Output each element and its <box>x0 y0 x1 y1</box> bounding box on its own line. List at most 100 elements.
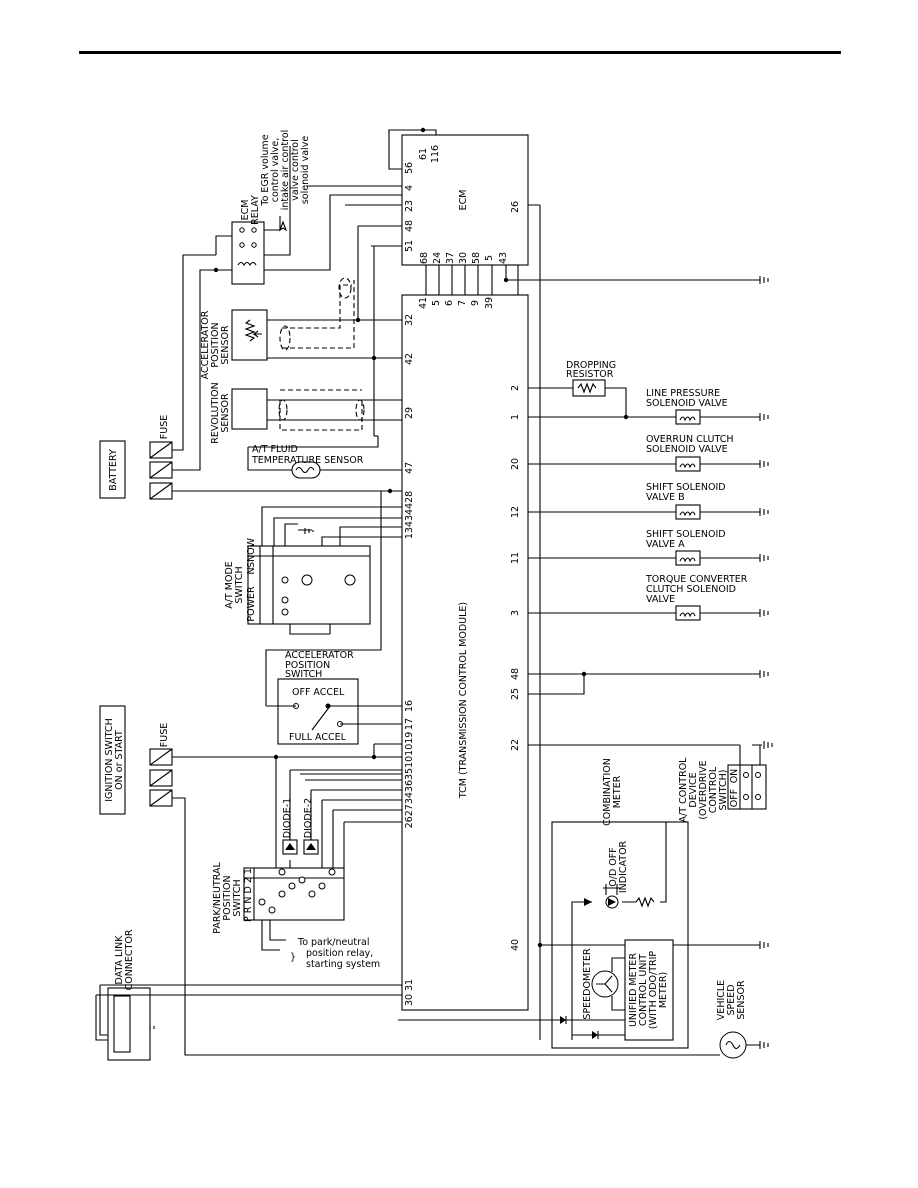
fuse-label-2: FUSE <box>159 723 170 747</box>
tcm-pin-48: 48 <box>510 668 521 680</box>
tcm-pin-29: 29 <box>404 407 415 419</box>
ecm-pin-4: 4 <box>404 185 415 191</box>
shift-b-label-1: SHIFT SOLENOID <box>646 482 726 493</box>
vss-label-3: SENSOR <box>736 980 747 1020</box>
tcm-pin-16: 16 <box>404 700 415 712</box>
fuse-label-1: FUSE <box>159 415 170 439</box>
at-control-device: OFF ON A/T CONTROL DEVICE (OVERDRIVE CON… <box>528 741 773 822</box>
mode-snow: SNOW <box>246 537 257 568</box>
tcm-pin-5: 5 <box>431 300 442 306</box>
unified-meter-label-2: CONTROL UNIT <box>638 954 649 1026</box>
ecm-relay-label-2: RELAY <box>250 195 261 225</box>
tcm-pin-31: 31 <box>404 979 415 991</box>
vss-label-2: SPEED <box>726 984 737 1015</box>
ecm-pin-58: 58 <box>471 252 482 264</box>
shift-a-label-2: VALVE A <box>646 539 685 550</box>
ecm-pin-56: 56 <box>404 162 415 174</box>
dropping-resistor: DROPPING RESISTOR <box>528 360 629 420</box>
accel-switch-label-2: POSITION <box>285 660 330 671</box>
diodes: DIODE-1 DIODE-2 <box>282 769 402 870</box>
full-accel-label: FULL ACCEL <box>289 732 347 743</box>
ecm-wiring <box>306 127 769 945</box>
pnp-note-1: To park/neutral <box>297 937 369 948</box>
ignition-switch-group: IGNITION SWITCH ON or START FUSE <box>99 705 720 1056</box>
line-pressure-label-2: SOLENOID VALVE <box>646 398 728 409</box>
tcm-pin-7: 7 <box>457 300 468 306</box>
ignition-label-2: ON or START <box>114 730 125 790</box>
tcm-pin-47: 47 <box>404 462 415 474</box>
tcm-pin-2: 2 <box>510 385 521 391</box>
ecm-pin-61: 61 <box>418 148 429 160</box>
ecm-pin-26: 26 <box>510 201 521 213</box>
revolution-label-2: SENSOR <box>220 393 231 433</box>
mode-switch-label-2: SWITCH <box>234 566 245 603</box>
pnp-gear-labels: P R N D 2 1 <box>243 868 254 922</box>
tcm-title: TCM (TRANSMISSION CONTROL MODULE) <box>458 602 469 799</box>
combination-meter: COMBINATION METER O/D OFF INDICATOR UNIF… <box>537 758 769 1049</box>
unified-meter-label-1: UNIFIED METER <box>628 953 639 1027</box>
solenoid-shift-b: SHIFT SOLENOID VALVE B <box>528 482 769 520</box>
ecm-pin-30: 30 <box>458 252 469 264</box>
egr-note-5: solenoid valve <box>300 136 311 204</box>
tcm-pin-41: 41 <box>418 297 429 309</box>
tcm-pin-group-1: 13434428 <box>404 491 415 539</box>
ecm-relay: ECM RELAY To EGR volume control valve, i… <box>213 130 402 285</box>
tcm-pin-30: 30 <box>404 994 415 1006</box>
ecm-block: ECM 56 4 23 48 51 61 116 68 24 37 30 58 … <box>401 134 529 266</box>
tcm-ground-48-25 <box>528 670 769 695</box>
off-label: OFF <box>729 789 740 807</box>
ecm-pin-23: 23 <box>404 200 415 212</box>
shift-b-label-2: VALVE B <box>646 492 685 503</box>
torque-label-2: CLUTCH SOLENOID <box>646 584 736 595</box>
at-mode-switch: POWER N SNOW A/T MODE SWITCH <box>224 506 402 635</box>
line-pressure-label-1: LINE PRESSURE <box>646 388 720 399</box>
data-link-label-1: DATA LINK <box>114 935 125 985</box>
park-neutral-switch: P R N D 2 1 PARK/NEUTRAL POSITION SWITCH… <box>212 862 380 970</box>
at-control-label-3: (OVERDRIVE <box>698 760 709 819</box>
accel-switch-label-1: ACCELERATOR <box>285 650 354 661</box>
egr-note-3: intake air control <box>280 130 291 211</box>
off-accel-label: OFF ACCEL <box>292 687 345 698</box>
od-off-label-1: O/D OFF <box>608 847 619 886</box>
at-control-label-2: DEVICE <box>688 772 699 807</box>
solenoid-torque-converter: TORQUE CONVERTER CLUTCH SOLENOID VALVE <box>528 574 769 621</box>
tcm-pin-22: 22 <box>510 739 521 751</box>
pnp-note-2: position relay, <box>306 948 373 959</box>
ecm-relay-label-1: ECM <box>240 200 251 221</box>
tcm-pin-17: 17 <box>404 718 415 730</box>
accel-sensor-label-3: SENSOR <box>220 325 231 365</box>
tcm-pin-39: 39 <box>484 297 495 309</box>
ecm-pin-24: 24 <box>432 252 443 264</box>
revolution-sensor: REVOLUTION SENSOR <box>210 382 402 444</box>
accelerator-position-sensor: ACCELERATOR POSITION SENSOR <box>200 226 402 436</box>
torque-label-3: VALVE <box>646 594 675 605</box>
diode-1-label: DIODE-1 <box>282 798 293 838</box>
battery-label: BATTERY <box>108 449 119 491</box>
tcm-pin-1: 1 <box>510 414 521 420</box>
combination-label-2: METER <box>612 775 623 808</box>
svg-text:}: } <box>290 952 296 963</box>
mode-n: N <box>246 567 257 574</box>
solenoid-shift-a: SHIFT SOLENOID VALVE A <box>528 529 769 566</box>
tcm-pin-3: 3 <box>510 610 521 616</box>
unified-meter-label-3: (WITH ODO/TRIP <box>648 951 659 1030</box>
fluid-temperature-sensor: A/T FLUID TEMPERATURE SENSOR <box>247 436 402 479</box>
ecm-pin-5: 5 <box>484 255 495 261</box>
fluid-temp-label-1: A/T FLUID <box>252 444 298 455</box>
revolution-label-1: REVOLUTION <box>210 382 221 443</box>
combination-label-1: COMBINATION <box>602 758 613 826</box>
accel-sensor-label-2: POSITION <box>210 322 221 367</box>
battery-fuse-group: BATTERY FUSE <box>99 254 402 500</box>
ecm-pin-43: 43 <box>498 252 509 264</box>
unified-meter-label-4: METER) <box>658 972 669 1008</box>
tcm-pin-32: 32 <box>404 314 415 326</box>
accel-sensor-label-1: ACCELERATOR <box>200 310 211 379</box>
vehicle-speed-sensor: VEHICLE SPEED SENSOR <box>539 945 769 1059</box>
tcm-block: TCM (TRANSMISSION CONTROL MODULE) 41 5 6… <box>401 294 529 1011</box>
pnp-note-3: starting system <box>306 959 380 970</box>
ecm-title: ECM <box>458 190 469 211</box>
diode-2-label: DIODE-2 <box>303 798 314 838</box>
tcm-pin-11: 11 <box>510 552 521 564</box>
on-label: ON <box>729 769 740 784</box>
data-link-connector: DATA LINK CONNECTOR <box>95 929 550 1061</box>
